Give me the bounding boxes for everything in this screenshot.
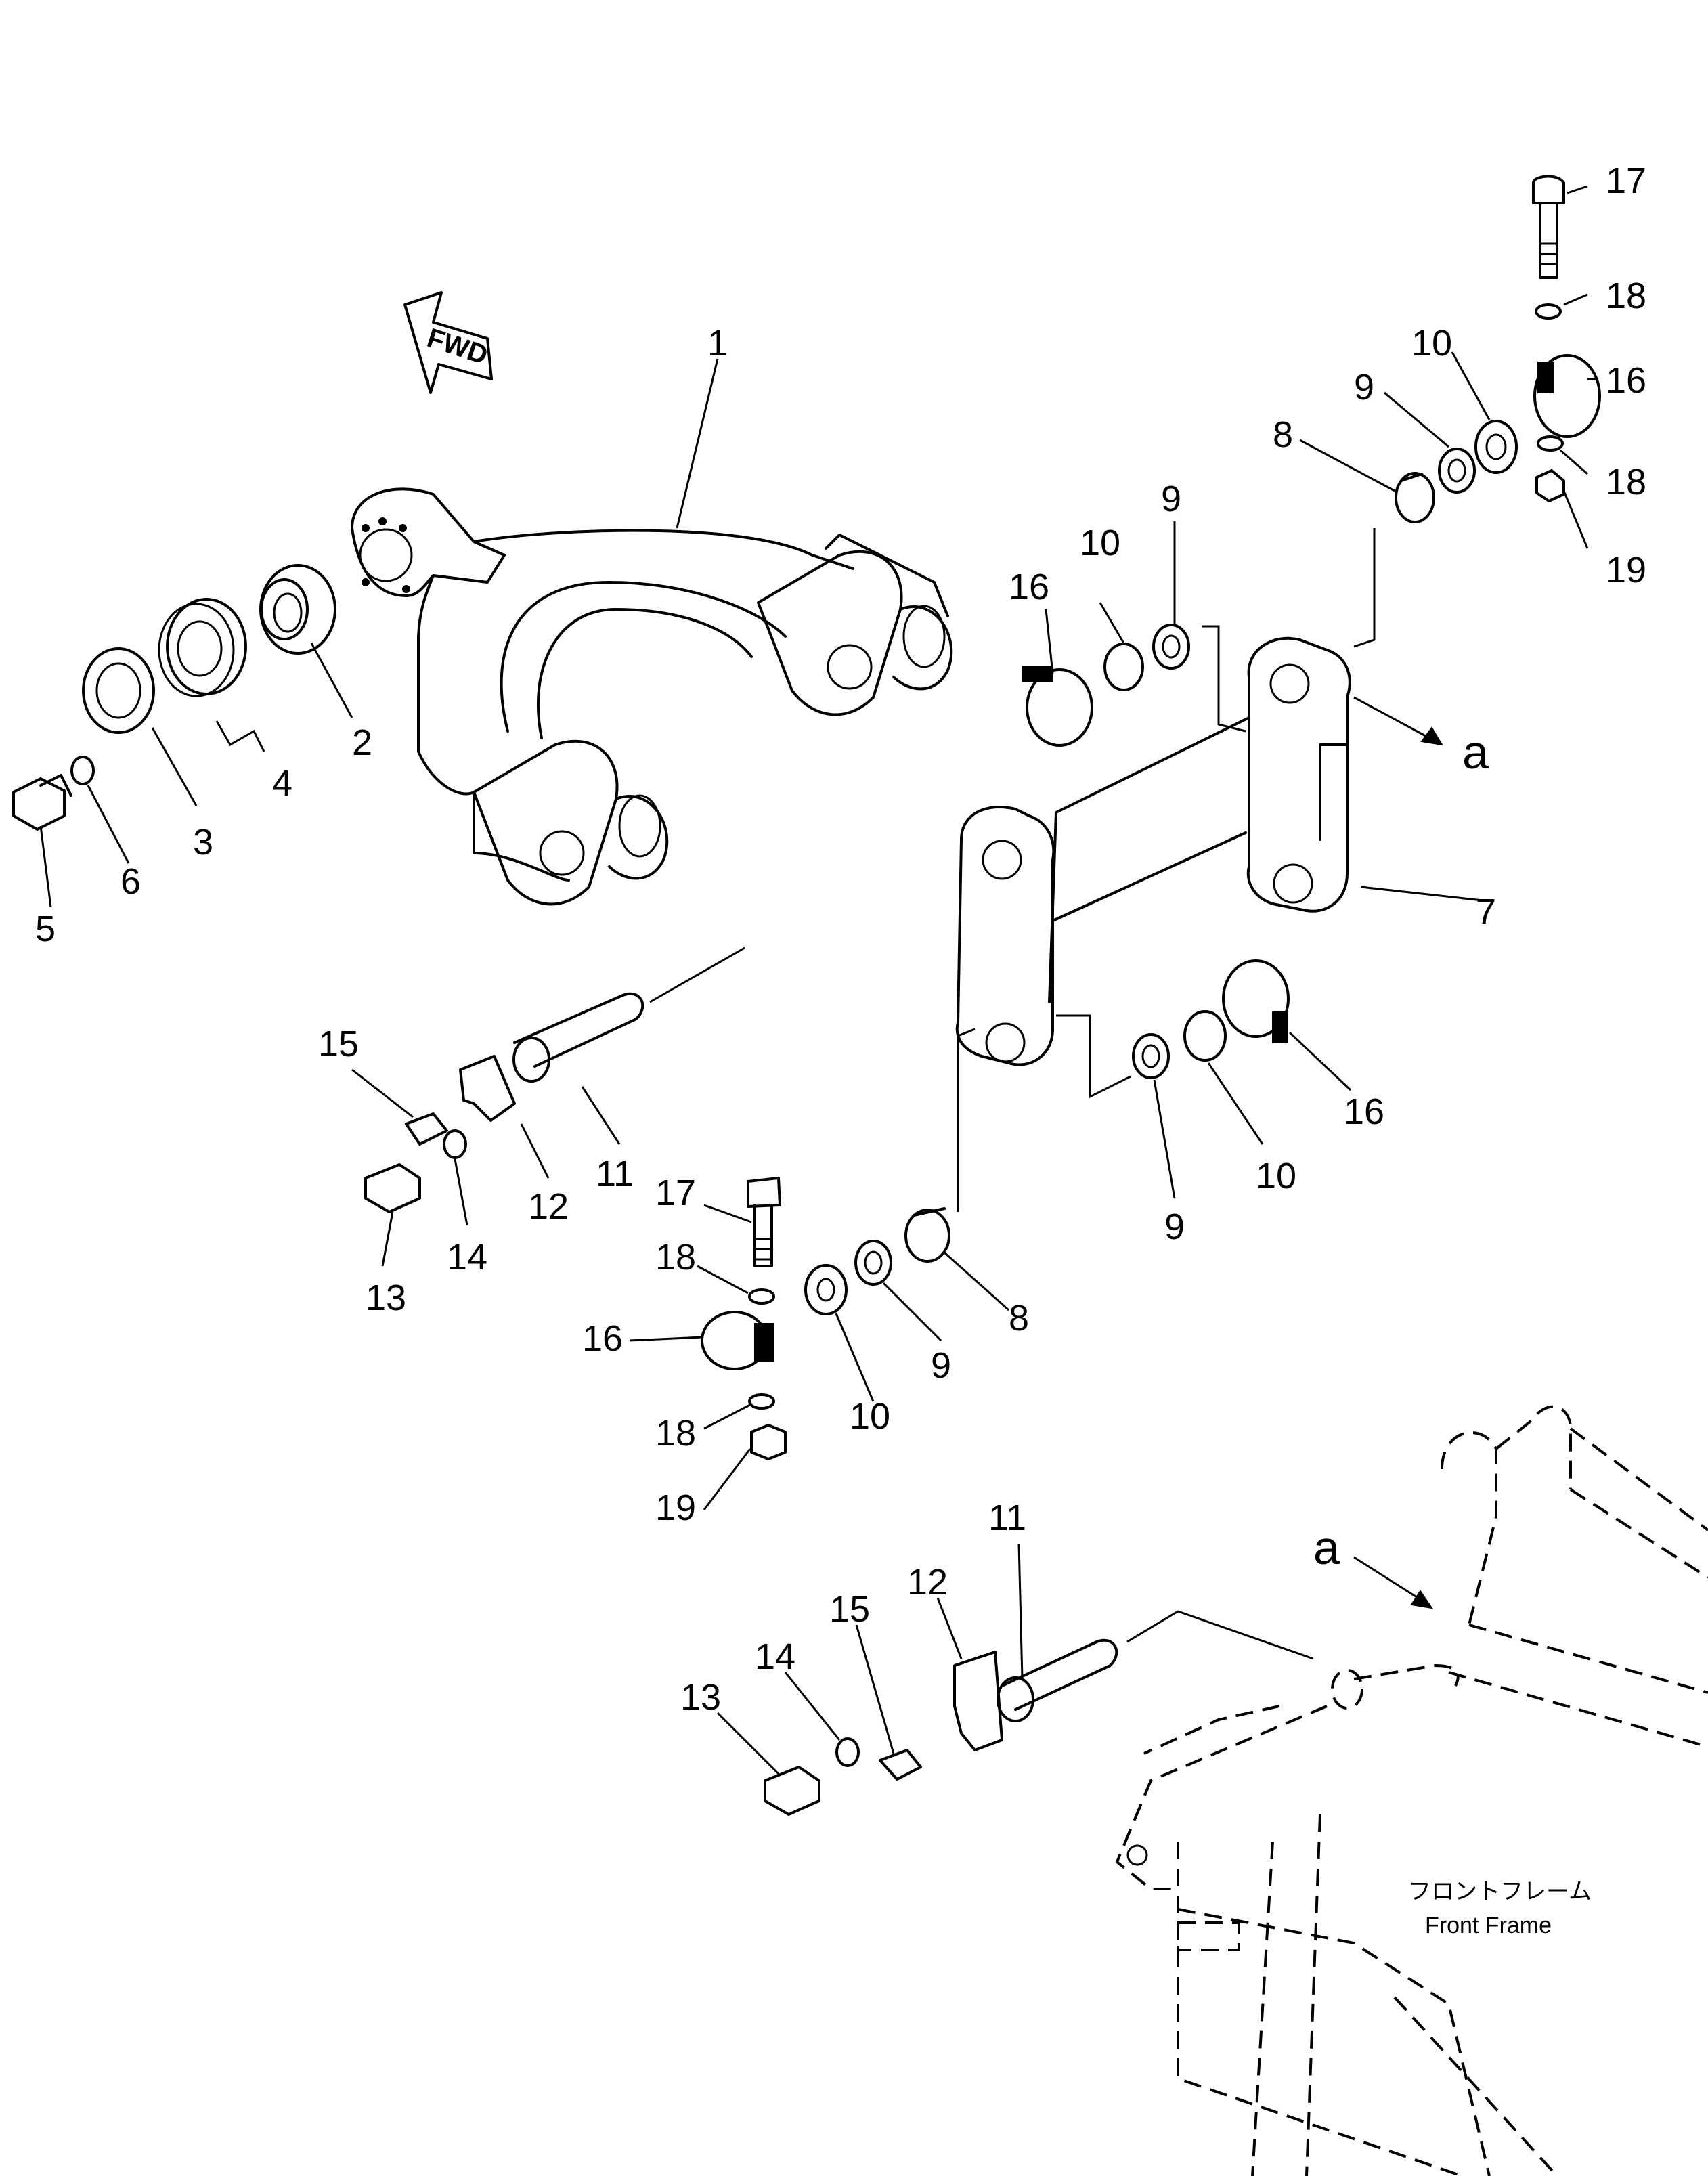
bearing-part-9-upper xyxy=(1438,448,1476,494)
callout-4: 4 xyxy=(272,763,292,804)
bushing-part-8-lower xyxy=(904,1207,950,1263)
bolt-part-15-left xyxy=(405,1112,448,1146)
callout-9-low: 9 xyxy=(1164,1206,1185,1247)
bushing-part-8-upper xyxy=(1395,472,1435,523)
fwd-arrow-icon: FWD xyxy=(403,291,493,394)
nut-part-19-upper xyxy=(1535,469,1565,502)
bolt-part-5 xyxy=(12,774,72,831)
callout-19-upper: 19 xyxy=(1606,550,1646,590)
callout-labels: 1 2 3 4 5 6 7 8 9 10 16 17 18 16 18 19 9… xyxy=(35,160,1646,1718)
bolt-part-15-bottom xyxy=(879,1749,922,1781)
callout-13-bottom: 13 xyxy=(680,1677,721,1718)
clamp-part-16-low xyxy=(1222,959,1290,1043)
view-letter-a-lower: a xyxy=(1313,1521,1340,1574)
callout-10: 10 xyxy=(1411,323,1452,364)
callout-10-low: 10 xyxy=(1256,1156,1296,1196)
callout-5: 5 xyxy=(35,909,56,949)
clamp-part-16-lower xyxy=(701,1311,774,1370)
bolt-part-13-bottom xyxy=(764,1766,820,1816)
callout-10-mid: 10 xyxy=(1080,523,1120,563)
pin-part-11-left xyxy=(512,946,745,1083)
clamp-part-16-upper xyxy=(1533,354,1601,438)
washer-part-18-lower xyxy=(748,1288,775,1305)
callout-17-lower: 17 xyxy=(655,1173,696,1213)
shim-part-4 xyxy=(158,598,247,697)
front-frame-outline xyxy=(1115,1405,1708,2176)
main-arm-part xyxy=(351,487,953,906)
bearing-part-9-mid xyxy=(1152,624,1190,670)
callout-16-upper: 16 xyxy=(1606,360,1646,401)
leader-8-lower-to-tube xyxy=(957,1028,976,1212)
washer-part-6 xyxy=(70,756,95,785)
callout-13-left: 13 xyxy=(366,1278,406,1318)
cross-tube-part-7 xyxy=(955,636,1351,1066)
pin-part-11-bottom xyxy=(997,1610,1314,1722)
callout-14-bottom: 14 xyxy=(755,1636,795,1677)
washer-part-18-upper-b xyxy=(1537,435,1564,452)
view-a-arrow-lower xyxy=(1353,1556,1434,1609)
view-a-arrow-upper xyxy=(1353,696,1443,746)
washer-part-10-lower xyxy=(804,1264,848,1315)
front-frame-label-en: Front Frame xyxy=(1425,1913,1552,1938)
leader-9-to-tube xyxy=(1056,1014,1131,1099)
bushing-part-2 xyxy=(259,564,336,655)
callout-1: 1 xyxy=(707,323,728,364)
clamp-part-16-mid xyxy=(1022,666,1093,747)
callout-9: 9 xyxy=(1354,367,1374,408)
bolt-part-17-upper xyxy=(1532,175,1565,279)
view-letter-a-upper: a xyxy=(1462,726,1489,779)
callout-16-mid: 16 xyxy=(1009,567,1049,607)
callout-18-upper-b: 18 xyxy=(1606,462,1646,502)
callout-18-lower-b: 18 xyxy=(655,1413,696,1454)
callout-12-bottom: 12 xyxy=(907,1562,948,1603)
callout-16-lower: 16 xyxy=(582,1318,623,1359)
plate-part-3 xyxy=(82,647,155,734)
callout-17-upper: 17 xyxy=(1606,160,1646,201)
leader-8-to-7 xyxy=(1353,528,1376,648)
washer-part-18-lower-b xyxy=(748,1393,775,1410)
callout-2: 2 xyxy=(352,722,372,763)
callout-18-lower: 18 xyxy=(655,1237,696,1278)
bearing-part-9-low xyxy=(1132,1033,1170,1079)
callout-16-low: 16 xyxy=(1344,1091,1384,1132)
callout-11-bottom: 11 xyxy=(988,1498,1026,1538)
callout-12-left: 12 xyxy=(528,1186,569,1227)
callout-15-left: 15 xyxy=(318,1024,359,1064)
bolt-part-17-lower xyxy=(747,1177,781,1267)
washer-part-10-upper xyxy=(1474,420,1518,474)
washer-part-10-mid xyxy=(1103,643,1144,691)
nut-part-19-lower xyxy=(750,1424,787,1460)
callout-9-mid: 9 xyxy=(1161,479,1181,519)
front-frame-label-jp: フロントフレーム xyxy=(1408,1879,1592,1905)
callout-14-left: 14 xyxy=(447,1237,487,1278)
washer-part-14-left xyxy=(443,1129,467,1159)
washer-part-18-upper xyxy=(1535,303,1562,320)
callout-9-lower: 9 xyxy=(931,1345,951,1386)
callout-3: 3 xyxy=(193,822,213,863)
callout-11-left: 11 xyxy=(596,1154,634,1194)
callout-18-upper: 18 xyxy=(1606,276,1646,316)
callout-19-lower: 19 xyxy=(655,1487,696,1528)
bolt-part-13-left xyxy=(364,1163,421,1213)
callout-8-lower: 8 xyxy=(1009,1298,1029,1339)
washer-part-14-bottom xyxy=(835,1737,860,1767)
callout-8: 8 xyxy=(1273,414,1293,455)
callout-6: 6 xyxy=(121,861,141,902)
callout-7: 7 xyxy=(1476,892,1496,932)
plate-part-12-left xyxy=(459,1055,516,1122)
plate-part-12-bottom xyxy=(953,1651,1003,1751)
washer-part-10-low xyxy=(1183,1010,1227,1062)
callout-leaders xyxy=(39,185,1598,1775)
bearing-part-9-lower xyxy=(854,1240,892,1286)
callout-15-bottom: 15 xyxy=(829,1589,870,1630)
leader-9-to-7 xyxy=(1202,625,1246,733)
callout-10-lower: 10 xyxy=(850,1396,890,1437)
